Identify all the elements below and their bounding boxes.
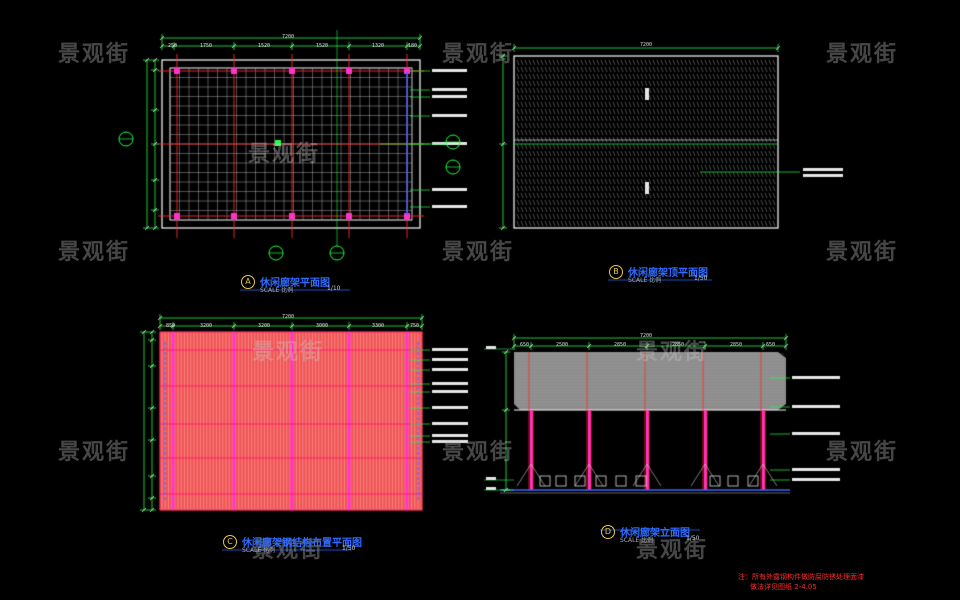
segment-dimension: 250	[168, 43, 178, 49]
construction-note: 注：所有外露钢构件做防腐防锈处理面漆 做法详见图纸 2-4.05	[738, 572, 864, 592]
watermark: 景观街	[58, 240, 131, 265]
segment-dimension: 2850	[730, 342, 743, 348]
view-title-b: 休闲廊架顶平面图	[628, 268, 708, 279]
view-bubble-b: B	[609, 265, 623, 279]
segment-dimension: 3200	[258, 323, 271, 329]
view-title-c: 休闲廊架钢结构布置平面图	[242, 538, 362, 549]
watermark: 景观街	[58, 440, 131, 465]
view-title-d: 休闲廊架立面图	[620, 528, 690, 539]
watermark: 景观街	[636, 340, 709, 365]
segment-dimension: 180	[408, 43, 418, 49]
segment-dimension: 3200	[200, 323, 213, 329]
scale-label-a: SCALE 比例	[260, 287, 294, 294]
segment-dimension: 850	[166, 323, 176, 329]
segment-dimension: 650	[520, 342, 530, 348]
overall-dimension-d: 7200	[640, 333, 653, 339]
watermark: 景观街	[252, 538, 325, 563]
segment-dimension: 3300	[372, 323, 385, 329]
watermark: 景观街	[442, 440, 515, 465]
watermark: 景观街	[248, 142, 321, 167]
watermark: 景观街	[636, 538, 709, 563]
segment-dimension: 1520	[258, 43, 271, 49]
watermark: 景观街	[58, 42, 131, 67]
overall-dimension-b: 7200	[640, 42, 653, 48]
overall-dimension-c: 7200	[282, 314, 295, 320]
scale-ratio-b: 1/50	[694, 275, 708, 282]
segment-dimension: 1320	[372, 43, 385, 49]
segment-dimension: 3000	[316, 323, 329, 329]
note-line-2: 做法详见图纸 2-4.05	[750, 583, 817, 591]
watermark: 景观街	[826, 42, 899, 67]
watermark: 景观街	[826, 240, 899, 265]
watermark: 景观街	[442, 240, 515, 265]
segment-dimension: 750	[410, 323, 420, 329]
scale-ratio-a: 1/10	[327, 285, 341, 292]
view-bubble-c: C	[223, 535, 237, 549]
view-bubble-a: A	[241, 275, 255, 289]
scale-label-c: SCALE 比例	[242, 547, 276, 554]
scale-label-b: SCALE 比例	[628, 277, 662, 284]
watermark: 景观街	[442, 42, 515, 67]
view-bubble-d: D	[601, 525, 615, 539]
watermark: 景观街	[252, 340, 325, 365]
segment-dimension: 1520	[316, 43, 329, 49]
scale-label-d: SCALE 比例	[620, 537, 654, 544]
segment-dimension: 2850	[614, 342, 627, 348]
view-title-a: 休闲廊架平面图	[260, 278, 330, 289]
scale-ratio-c: 1/50	[342, 545, 356, 552]
segment-dimension: 1750	[200, 43, 213, 49]
note-line-1: 注：所有外露钢构件做防腐防锈处理面漆	[738, 573, 864, 581]
segment-dimension: 2850	[672, 342, 685, 348]
segment-dimension: 2500	[556, 342, 569, 348]
watermark: 景观街	[826, 440, 899, 465]
segment-dimension: 650	[766, 342, 776, 348]
overall-dimension-a: 7200	[282, 34, 295, 40]
scale-ratio-d: 1/50	[686, 535, 700, 542]
